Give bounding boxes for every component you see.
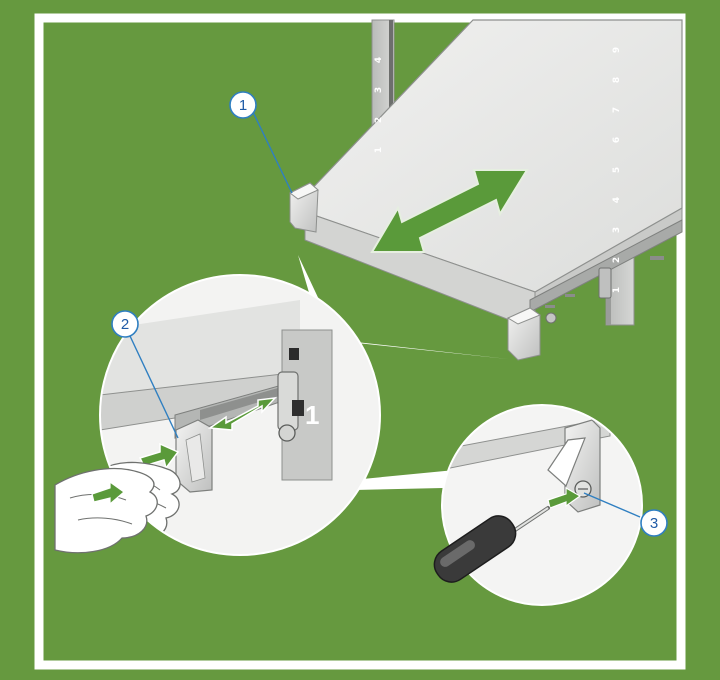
rack-unit-label: 3 [612, 227, 622, 233]
rack-unit-label: 1 [374, 147, 384, 153]
rack-unit-label: 7 [612, 107, 622, 113]
rack-unit-label: 4 [612, 197, 622, 203]
thumbscrew [546, 313, 556, 323]
rack-unit-label: 6 [612, 137, 622, 143]
chassis-ear-right [508, 308, 540, 360]
callout-2-label: 2 [121, 316, 129, 333]
rack-unit-label: 1 [612, 287, 622, 293]
rack-unit-label: 8 [612, 77, 622, 83]
callout-3-label: 3 [650, 515, 658, 532]
chassis-ear-left [290, 183, 318, 232]
callout-3: 3 [641, 510, 667, 536]
rail-latch [599, 268, 611, 298]
rack-unit-label: 2 [374, 117, 384, 123]
rack-unit-label: 4 [374, 57, 384, 63]
rack-unit-label: 9 [612, 47, 622, 53]
callout-1-label: 1 [239, 97, 247, 114]
rack-unit-label: 2 [612, 257, 622, 263]
rail-unit-marker: 1 [305, 400, 319, 430]
callout-1: 1 [230, 92, 256, 118]
rack-unit-label: 5 [612, 167, 622, 173]
callout-2: 2 [112, 311, 138, 337]
rack-unit-label: 3 [374, 87, 384, 93]
